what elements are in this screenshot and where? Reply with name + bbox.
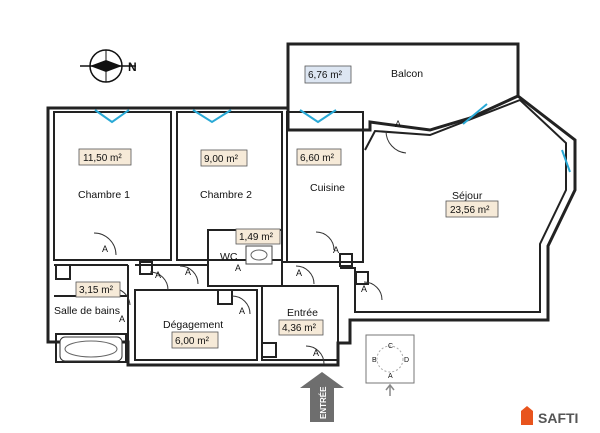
legend-arrow-icon — [385, 383, 395, 396]
room-name-entree: Entrée — [287, 307, 318, 319]
entrance-label: ENTRÉE — [319, 386, 328, 419]
windows — [94, 103, 571, 173]
room-name-wc: WC — [220, 251, 238, 263]
area-tags: 11,50 m² 9,00 m² 6,60 m² 23,56 m² 6,76 m… — [75, 65, 499, 349]
area-cuisine: 6,60 m² — [300, 153, 335, 164]
room-name-chambre1: Chambre 1 — [78, 189, 130, 201]
door-arcs — [93, 130, 407, 365]
sink-icon — [245, 245, 273, 265]
room-name-cuisine: Cuisine — [310, 182, 345, 194]
door-labels: A A A A A A A A A A A — [102, 119, 401, 358]
room-name-balcon: Balcon — [391, 68, 423, 80]
area-chambre1: 11,50 m² — [83, 153, 122, 164]
area-sejour: 23,56 m² — [450, 205, 490, 216]
area-chambre2: 9,00 m² — [204, 154, 239, 165]
area-sdb: 3,15 m² — [79, 285, 114, 296]
entrance-arrow-icon: ENTRÉE — [300, 372, 344, 422]
door-label: A — [313, 348, 319, 358]
area-balcon: 6,76 m² — [308, 70, 343, 81]
area-entree: 4,36 m² — [282, 323, 317, 334]
interior-walls — [53, 98, 567, 365]
svg-text:C: C — [388, 343, 393, 350]
room-name-sejour: Séjour — [452, 190, 483, 202]
door-label: A — [361, 284, 367, 294]
room-name-chambre2: Chambre 2 — [200, 189, 252, 201]
room-name-sdb: Salle de bains — [54, 305, 120, 317]
svg-text:A: A — [388, 373, 393, 380]
orientation-legend: C B D A — [365, 334, 415, 396]
brand-name: SAFTI — [538, 410, 578, 426]
room-names: Chambre 1 Chambre 2 Cuisine Séjour Balco… — [54, 68, 483, 331]
area-degagement: 6,00 m² — [175, 336, 210, 347]
door-label: A — [185, 267, 191, 277]
door-label: A — [155, 270, 161, 280]
safti-logo: SAFTI — [521, 406, 578, 426]
svg-text:B: B — [372, 357, 377, 364]
door-label: A — [102, 244, 108, 254]
compass-icon: N — [80, 49, 137, 83]
bathtub-icon — [59, 336, 123, 362]
door-label: A — [296, 268, 302, 278]
door-label: A — [119, 314, 125, 324]
door-label: A — [235, 263, 241, 273]
svg-text:D: D — [404, 357, 409, 364]
room-name-degagement: Dégagement — [163, 319, 223, 331]
door-label: A — [239, 306, 245, 316]
area-wc: 1,49 m² — [239, 232, 274, 243]
door-label: A — [333, 245, 339, 255]
door-label: A — [395, 119, 401, 129]
compass-letter: N — [128, 60, 137, 74]
